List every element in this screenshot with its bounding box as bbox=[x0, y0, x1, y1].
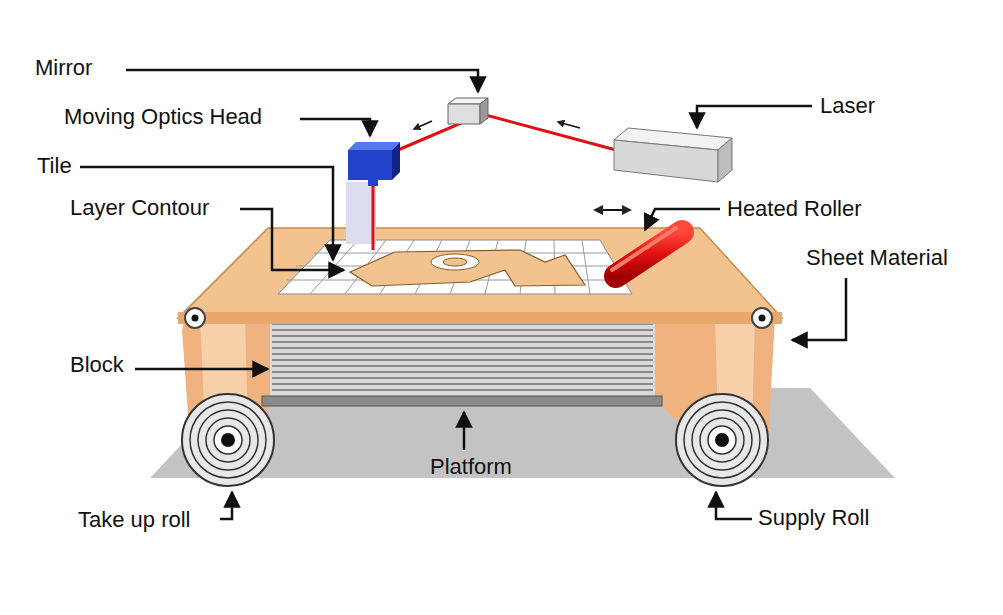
block-layers bbox=[272, 324, 653, 390]
pulley-hub bbox=[759, 315, 766, 322]
part-label: Take up roll bbox=[78, 507, 191, 532]
optics-head bbox=[348, 142, 400, 186]
part-label: Tile bbox=[37, 153, 72, 178]
take-up-roll bbox=[182, 394, 274, 486]
heated-roller bbox=[616, 232, 682, 276]
pulley-hub bbox=[192, 315, 199, 322]
laser-beam-down bbox=[372, 182, 375, 250]
mirror bbox=[448, 98, 488, 124]
part-label: Heated Roller bbox=[727, 196, 862, 221]
leader-lines bbox=[80, 70, 846, 519]
block bbox=[270, 318, 655, 396]
platform bbox=[262, 396, 662, 406]
part-label: Supply Roll bbox=[758, 505, 869, 530]
pulley bbox=[752, 308, 772, 328]
sheet-edge bbox=[178, 312, 782, 324]
part-label: Laser bbox=[820, 93, 875, 118]
part-label: Mirror bbox=[35, 55, 92, 80]
beam-direction bbox=[558, 122, 580, 128]
roller-motion bbox=[595, 209, 630, 211]
part-label: Block bbox=[70, 352, 124, 377]
roller-shine bbox=[612, 228, 676, 270]
supply-roll bbox=[676, 394, 768, 486]
laser-beam bbox=[398, 114, 616, 150]
beam-direction bbox=[414, 121, 432, 129]
contour-hole bbox=[431, 254, 479, 270]
laser-source bbox=[614, 128, 732, 182]
pulley bbox=[185, 308, 205, 328]
part-label: Layer Contour bbox=[70, 195, 209, 220]
tile-lines bbox=[287, 240, 624, 294]
sheet-top bbox=[178, 228, 782, 318]
part-label: Moving Optics Head bbox=[64, 104, 262, 129]
contour-hole-inner bbox=[443, 258, 467, 266]
part-label: Platform bbox=[430, 454, 512, 479]
tile-grid bbox=[278, 240, 632, 294]
layer-contour bbox=[350, 250, 585, 286]
part-label: Sheet Material bbox=[806, 245, 948, 270]
